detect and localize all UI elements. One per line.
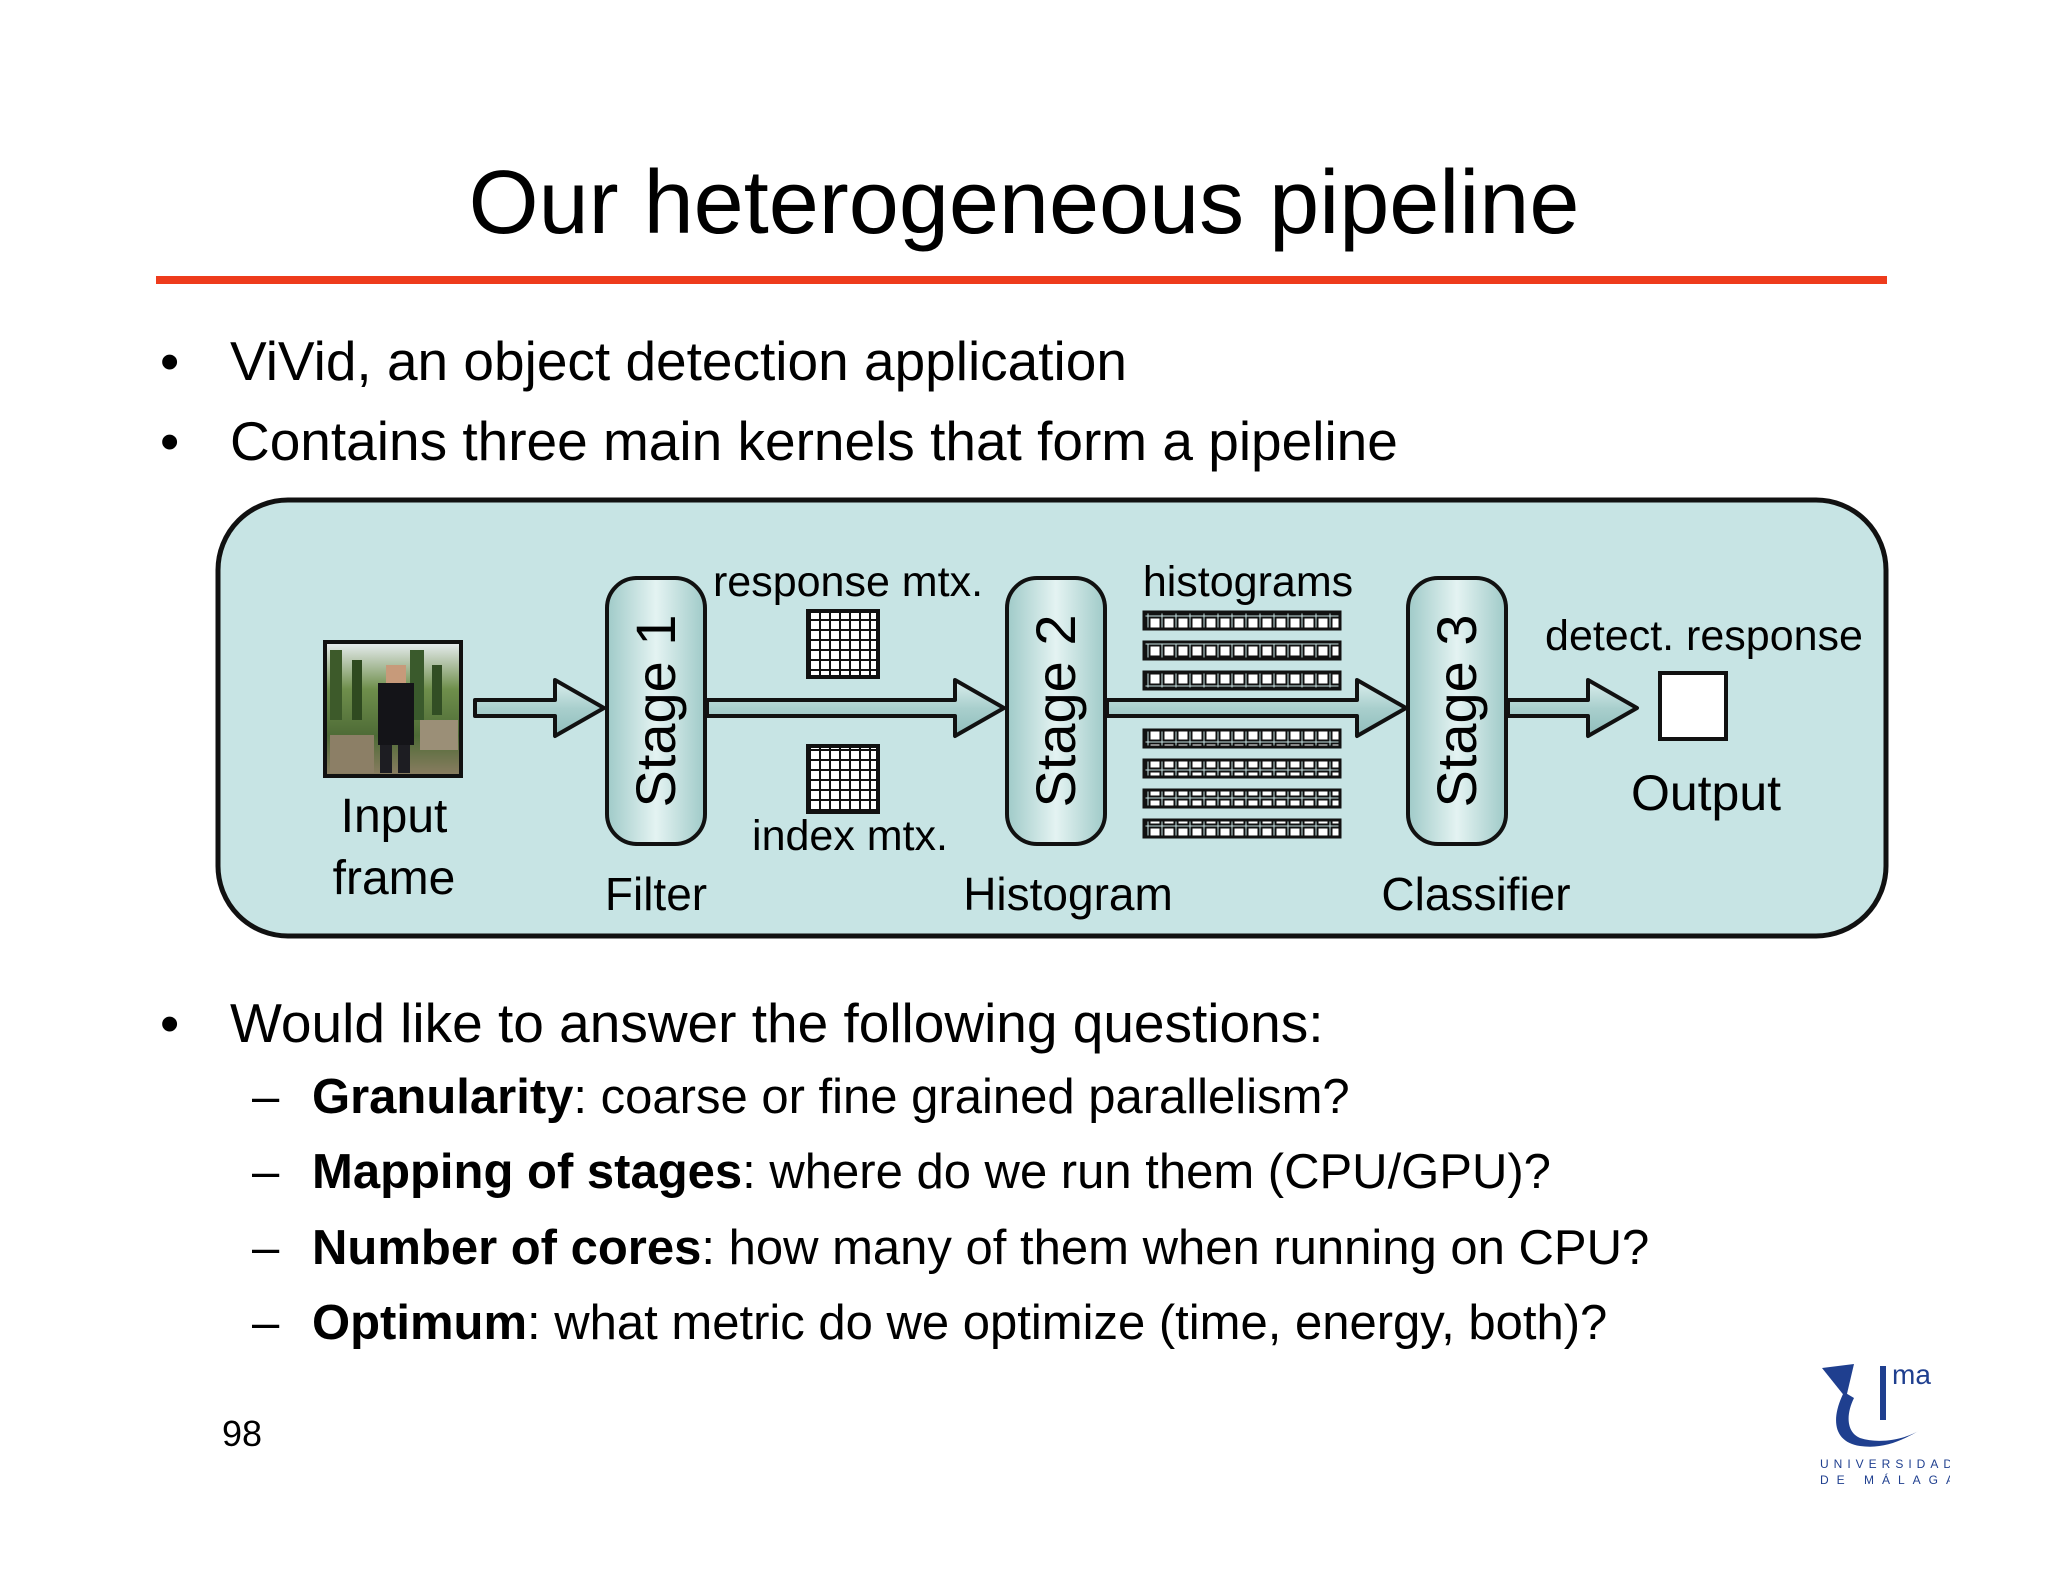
question-rest: : how many of them when running on CPU? <box>701 1221 1650 1275</box>
index-matrix-label: index mtx. <box>752 812 948 860</box>
stage-caption: Filter <box>605 868 707 920</box>
dash-icon: – <box>252 1221 280 1275</box>
histograms-label: histograms <box>1143 558 1353 606</box>
title-divider <box>156 276 1887 284</box>
histograms-icon <box>1142 610 1342 839</box>
bullet-text: ViVid, an object detection application <box>230 330 1127 392</box>
bullet-text: Would like to answer the following quest… <box>230 992 1324 1054</box>
dash-icon: – <box>252 1145 280 1199</box>
detect-response-label: detect. response <box>1545 612 1863 660</box>
question-rest: : where do we run them (CPU/GPU)? <box>742 1145 1551 1199</box>
logo-text: UNIVERSIDAD <box>1820 1457 1950 1471</box>
arrow-icon <box>473 678 606 738</box>
output-box <box>1658 671 1728 741</box>
university-logo: ma UNIVERSIDAD DE MÁLAGA <box>1820 1359 1950 1487</box>
stage-3-box: Stage 3 <box>1406 576 1508 846</box>
question-term: Number of cores <box>312 1221 702 1275</box>
arrow-icon <box>705 678 1006 738</box>
logo-text: DE MÁLAGA <box>1820 1472 1950 1487</box>
question-text: Optimum: what metric do we optimize (tim… <box>312 1293 1607 1353</box>
slide-number: 98 <box>222 1413 263 1454</box>
bullet-dot-icon: • <box>160 330 180 392</box>
output-label: Output <box>1631 765 1781 821</box>
question-term: Mapping of stages <box>312 1145 743 1199</box>
question-rest: : what metric do we optimize (time, ener… <box>527 1296 1608 1350</box>
stage-label: Stage 2 <box>1024 614 1087 807</box>
question-text: Granularity: coarse or fine grained para… <box>312 1067 1350 1127</box>
logo-mark: ma <box>1892 1359 1931 1390</box>
stage-caption: Classifier <box>1381 868 1570 920</box>
question-rest: : coarse or fine grained parallelism? <box>573 1070 1350 1124</box>
question-term: Optimum <box>312 1296 528 1350</box>
index-matrix-icon <box>806 744 880 814</box>
stage-1-box: Stage 1 <box>605 576 707 846</box>
stage-caption: Histogram <box>963 868 1173 920</box>
pipeline-diagram: Input frame Stage 1 Filter response mtx.… <box>215 497 1889 939</box>
stage-2-box: Stage 2 <box>1005 576 1107 846</box>
arrow-icon <box>1105 678 1408 738</box>
stage-label: Stage 1 <box>624 614 687 807</box>
bullet-dot-icon: • <box>160 410 180 472</box>
bullet-text: Contains three main kernels that form a … <box>230 410 1398 472</box>
bullet-dot-icon: • <box>160 992 180 1054</box>
question-text: Number of cores: how many of them when r… <box>312 1218 1649 1278</box>
dash-icon: – <box>252 1296 280 1350</box>
stage-label: Stage 3 <box>1425 614 1488 807</box>
dash-icon: – <box>252 1070 280 1124</box>
arrow-icon <box>1506 678 1639 738</box>
response-matrix-label: response mtx. <box>713 558 983 606</box>
response-matrix-icon <box>806 609 880 679</box>
input-frame-image <box>323 640 463 778</box>
question-term: Granularity <box>312 1070 574 1124</box>
question-text: Mapping of stages: where do we run them … <box>312 1142 1551 1202</box>
input-label: Input <box>341 790 448 843</box>
input-label: frame <box>333 852 456 905</box>
slide-title: Our heterogeneous pipeline <box>468 153 1580 253</box>
